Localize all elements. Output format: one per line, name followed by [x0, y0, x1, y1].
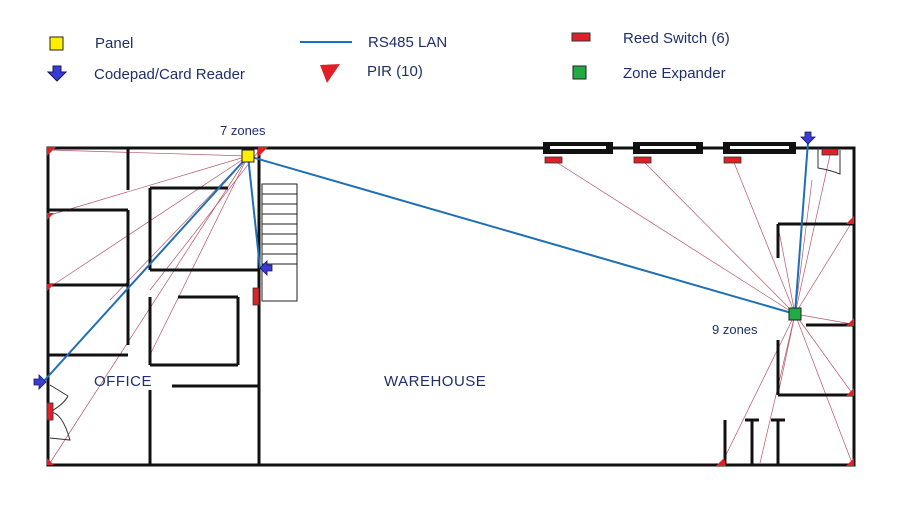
codepad-stair [259, 260, 273, 276]
building-outline [46, 146, 856, 467]
reed-switch [633, 156, 652, 164]
pir-sensor [716, 458, 726, 466]
legend-lan-label: RS485 LAN [368, 34, 447, 51]
warehouse-label: WAREHOUSE [384, 373, 486, 390]
legend-reed-label: Reed Switch (6) [623, 30, 730, 47]
pir-sensors [47, 147, 854, 466]
pir-sensor [258, 147, 268, 157]
door-swings [48, 148, 841, 441]
legend-codepad-icon [46, 65, 68, 82]
rs485-lan [42, 141, 809, 383]
pir-sensor [846, 388, 854, 396]
pir-sensor [47, 147, 56, 156]
codepads [33, 131, 816, 390]
pir-coverage-lines [49, 149, 853, 464]
pir-sensor [47, 213, 54, 220]
reed-switch [821, 148, 839, 156]
pir-sensor [47, 458, 54, 465]
pir-sensor [846, 318, 854, 326]
codepad-warehouse [800, 131, 816, 145]
control-panel [241, 149, 255, 163]
pir-sensor [846, 458, 854, 466]
legend-panel-label: Panel [95, 35, 133, 52]
legend-codepad-label: Codepad/Card Reader [94, 66, 245, 83]
office-label: OFFICE [94, 373, 152, 390]
reed-switch [544, 156, 563, 164]
lan-panel-to-stair-codepad [247, 155, 261, 269]
roller-doors [543, 142, 796, 154]
expander-zones-label: 9 zones [712, 322, 758, 337]
codepad-office-entry [33, 374, 47, 390]
zone-expander [788, 307, 802, 321]
legend-expander-swatch [572, 65, 587, 80]
reed-switches [46, 148, 839, 421]
stairs [261, 183, 298, 302]
lan-panel-to-office-codepad [42, 155, 249, 383]
lan-expander-to-codepad [794, 141, 809, 315]
reed-switch [723, 156, 742, 164]
legend-pir-icon [320, 64, 340, 83]
reed-switch [252, 287, 260, 306]
walls [46, 146, 856, 467]
pir-sensor [846, 216, 854, 224]
legend: Panel Codepad/Card Reader RS485 LAN PIR … [46, 30, 730, 83]
legend-reed-swatch [571, 32, 591, 42]
panel-zones-label: 7 zones [220, 123, 266, 138]
legend-panel-swatch [49, 36, 64, 51]
reed-switch [46, 402, 54, 421]
legend-expander-label: Zone Expander [623, 65, 726, 82]
lan-panel-to-expander [247, 155, 796, 315]
legend-pir-label: PIR (10) [367, 63, 423, 80]
warehouse-corner-door [817, 148, 841, 175]
pir-sensor [47, 284, 54, 291]
